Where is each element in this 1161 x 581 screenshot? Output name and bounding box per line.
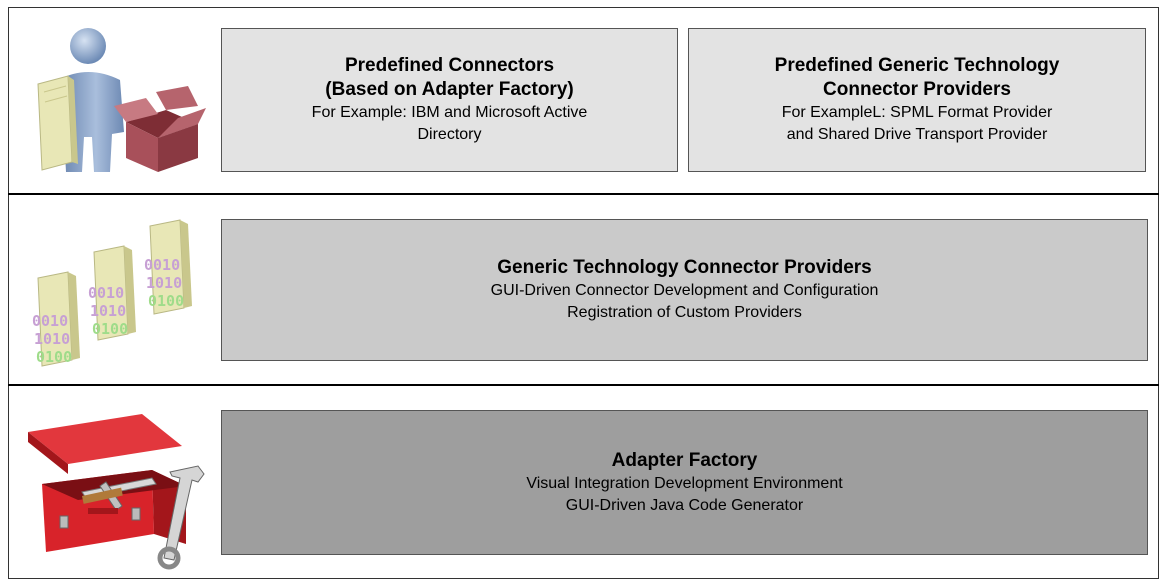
adapter-factory-detail-2: GUI-Driven Java Code Generator	[565, 496, 804, 514]
tier-divider-1	[8, 193, 1159, 195]
predefined-generic-providers-detail-1: For ExampleL: SPML Format Provider	[781, 104, 1053, 121]
predefined-connectors-title-1: Predefined Connectors	[344, 55, 555, 76]
predefined-generic-providers-title-2: Connector Providers	[823, 79, 1011, 100]
binary-glyph-2c: 0100	[92, 320, 128, 338]
binary-glyph-1c: 0100	[148, 292, 184, 310]
binary-glyph-2b: 1010	[90, 302, 126, 320]
binary-servers-icon: 0010 1010 0100 0010 1010 0100 0010 1010 …	[32, 219, 192, 367]
predefined-generic-providers-title-1: Predefined Generic Technology	[774, 55, 1060, 76]
binary-glyph-1b: 1010	[146, 274, 182, 292]
binary-glyph-3c: 0100	[36, 348, 72, 366]
adapter-factory-box: Adapter Factory Visual Integration Devel…	[221, 410, 1148, 555]
adapter-factory-detail-1: Visual Integration Development Environme…	[526, 474, 843, 492]
adapter-factory-title: Adapter Factory	[611, 449, 758, 471]
binary-glyph-2a: 0010	[88, 284, 124, 302]
binary-glyph-3b: 1010	[34, 330, 70, 348]
binary-glyph-3a: 0010	[32, 312, 68, 330]
tier-divider-2	[8, 384, 1159, 386]
toolbox-icon	[28, 414, 205, 570]
generic-technology-providers-detail-1: GUI-Driven Connector Development and Con…	[490, 282, 879, 299]
generic-technology-providers-title: Generic Technology Connector Providers	[497, 257, 872, 278]
predefined-generic-providers-box: Predefined Generic Technology Connector …	[688, 28, 1146, 172]
generic-technology-providers-box: Generic Technology Connector Providers G…	[221, 219, 1148, 361]
predefined-connectors-title-2: (Based on Adapter Factory)	[325, 79, 574, 100]
predefined-connectors-detail-1: For Example: IBM and Microsoft Active	[311, 104, 588, 121]
generic-technology-providers-detail-2: Registration of Custom Providers	[567, 304, 802, 321]
predefined-connectors-box: Predefined Connectors (Based on Adapter …	[221, 28, 678, 172]
predefined-generic-providers-detail-2: and Shared Drive Transport Provider	[786, 126, 1048, 143]
user-with-package-icon	[37, 28, 206, 172]
predefined-connectors-detail-2: Directory	[417, 126, 482, 143]
binary-glyph-1a: 0010	[144, 256, 180, 274]
